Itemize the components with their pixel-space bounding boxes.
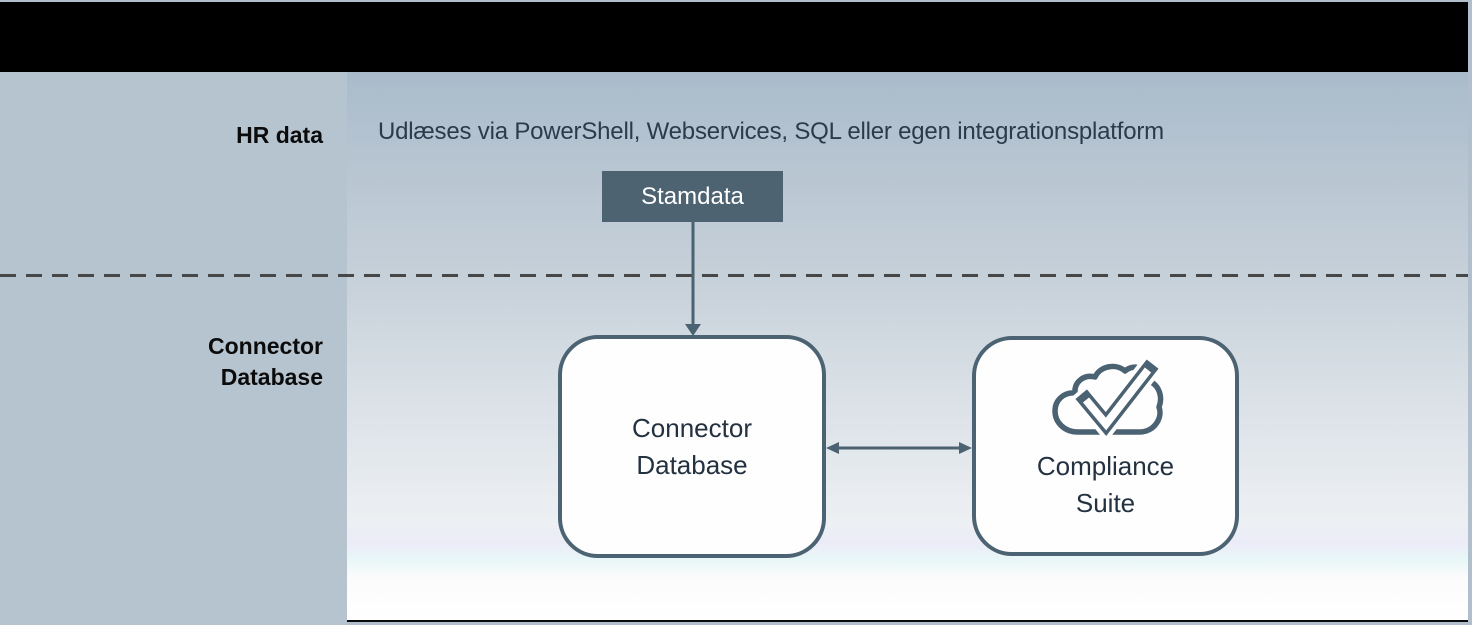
hr-data-description: Udlæses via PowerShell, Webservices, SQL… <box>378 118 1164 145</box>
cloud-check-icon <box>1051 358 1164 443</box>
arrow-stamdata-to-connector <box>685 222 701 336</box>
stamdata-node: Stamdata <box>602 171 783 222</box>
connector-database-node-label: Connector Database <box>632 412 752 480</box>
lane-sidebar <box>0 72 347 625</box>
lane-divider-dashed-line <box>0 274 1468 277</box>
top-bar <box>0 2 1468 72</box>
compliance-suite-node: Compliance Suite <box>972 336 1239 556</box>
stamdata-node-label: Stamdata <box>641 182 744 210</box>
arrow-connector-compliance-bidirectional <box>826 442 972 454</box>
connector-database-node: Connector Database <box>558 335 826 558</box>
slide-bottom-edge <box>347 620 1468 622</box>
lane-label-hr-data: HR data <box>236 122 323 148</box>
diagram-canvas <box>347 72 1468 620</box>
lane-label-connector-database: Connector Database <box>208 333 323 390</box>
compliance-suite-node-label: Compliance Suite <box>1036 451 1175 518</box>
